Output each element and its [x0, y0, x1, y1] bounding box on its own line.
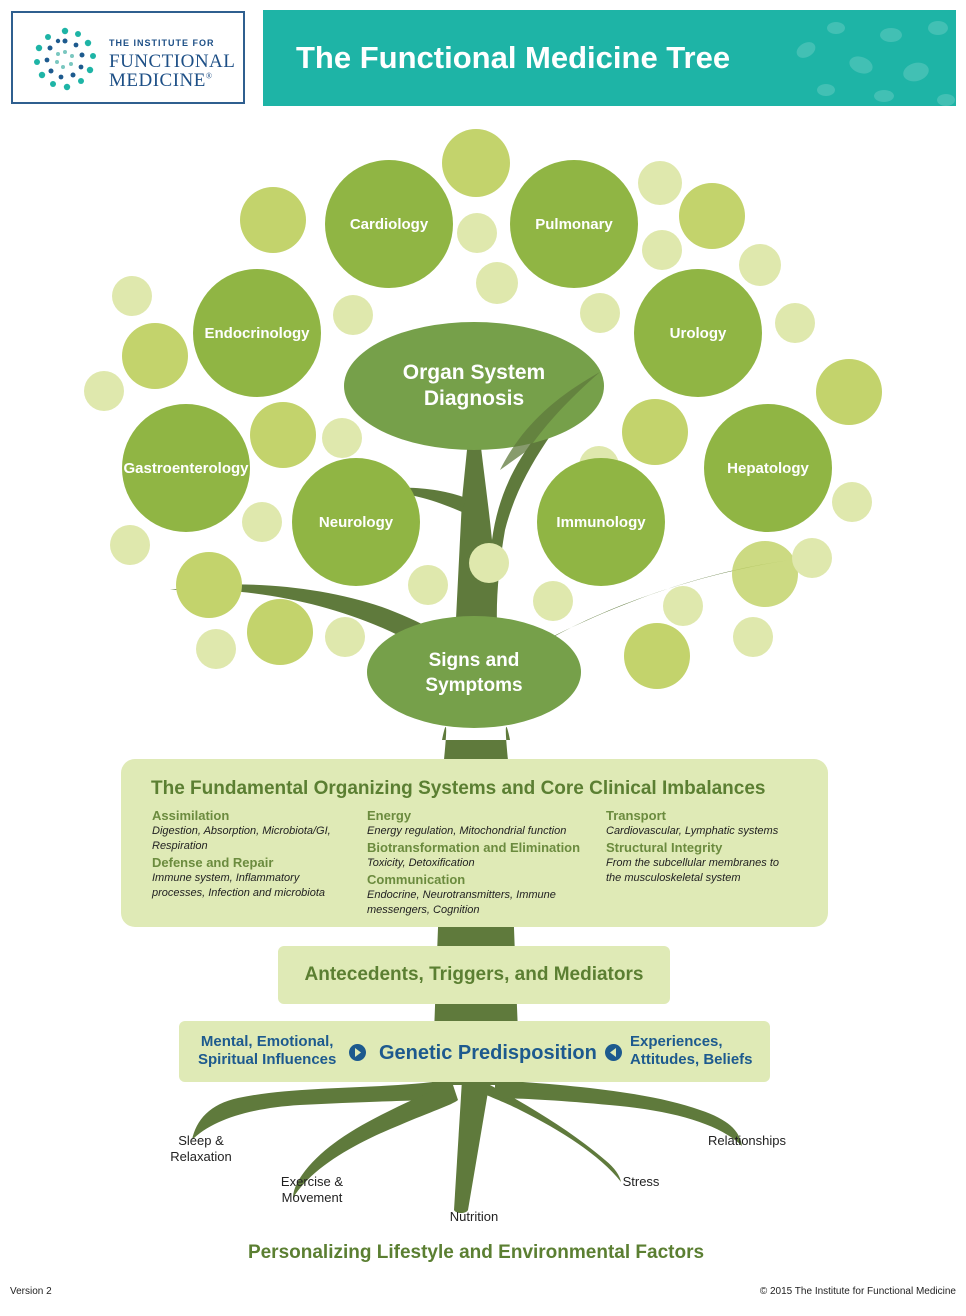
systems-column-2: Energy Energy regulation, Mitochondrial …	[367, 808, 607, 919]
signs-symptoms-line-1: Signs and	[429, 650, 520, 671]
energy-heading: Energy	[367, 808, 412, 823]
urology-label: Urology	[670, 325, 727, 342]
systems-title: The Fundamental Organizing Systems and C…	[151, 778, 766, 799]
biotransformation-desc: Toxicity, Detoxification	[367, 857, 475, 869]
structural-integrity-desc: From the subcellular membranes to the mus…	[606, 856, 821, 886]
immunology-circle	[537, 458, 665, 586]
banner-decoration-icon	[796, 21, 955, 106]
neurology-circle	[292, 458, 420, 586]
assimilation-desc-1: Digestion, Absorption, Microbiota/GI,	[152, 825, 331, 837]
communication-desc-1: Endocrine, Neurotransmitters, Immune	[367, 889, 556, 901]
experiences-text: Experiences, Attitudes, Beliefs	[630, 1033, 753, 1069]
immunology-label: Immunology	[556, 514, 646, 531]
pulmonary-label: Pulmonary	[535, 216, 613, 233]
endocrinology-label: Endocrinology	[205, 325, 311, 342]
systems-column-1: Assimilation Digestion, Absorption, Micr…	[152, 808, 362, 902]
version-label: Version 2	[10, 1286, 52, 1297]
exercise-line-1: Exercise &	[280, 1174, 344, 1189]
page-title: The Functional Medicine Tree	[296, 40, 731, 75]
gastroenterology-label: Gastroenterology	[123, 460, 249, 477]
logo-mark-icon	[34, 27, 96, 91]
transport-desc: Cardiovascular, Lymphatic systems	[606, 825, 779, 837]
endocrinology-circle	[193, 269, 321, 397]
communication-desc: Endocrine, Neurotransmitters, Immune mess…	[367, 888, 607, 918]
hepatology-circle	[704, 404, 832, 532]
communication-heading: Communication	[367, 872, 466, 887]
logo-line-3: MEDICINE®	[109, 71, 235, 90]
defense-repair-desc-2: processes, Infection and microbiota	[152, 887, 326, 899]
arrow-right-icon	[349, 1044, 366, 1061]
systems-column-3: Transport Cardiovascular, Lymphatic syst…	[606, 808, 821, 887]
logo-line-3-text: MEDICINE	[109, 70, 206, 91]
mental-emotional-line-2: Spiritual Influences	[198, 1051, 337, 1068]
systems-box: The Fundamental Organizing Systems and C…	[121, 759, 828, 927]
logo-text: THE INSTITUTE FOR FUNCTIONAL MEDICINE®	[109, 38, 236, 91]
experiences-line-1: Experiences,	[630, 1033, 723, 1050]
transport-heading: Transport	[606, 808, 666, 823]
gastroenterology-circle	[122, 404, 250, 532]
signs-symptoms-line-2: Symptoms	[425, 675, 522, 696]
assimilation-desc: Digestion, Absorption, Microbiota/GI, Res…	[152, 824, 362, 854]
decorative-circles	[84, 129, 882, 689]
defense-repair-heading: Defense and Repair	[152, 855, 274, 870]
genetic-box: Mental, Emotional, Spiritual Influences …	[179, 1021, 770, 1082]
defense-repair-desc-1: Immune system, Inflammatory	[152, 872, 300, 884]
logo-registered-mark: ®	[205, 71, 213, 81]
experiences-line-2: Attitudes, Beliefs	[630, 1051, 753, 1068]
structural-integrity-desc-1: From the subcellular membranes to	[606, 857, 780, 869]
mental-emotional-line-1: Mental, Emotional,	[200, 1033, 334, 1050]
branch-left-lower	[170, 584, 452, 660]
urology-circle	[634, 269, 762, 397]
assimilation-heading: Assimilation	[152, 808, 230, 823]
cardiology-circle	[325, 160, 453, 288]
title-banner: The Functional Medicine Tree	[263, 10, 956, 106]
structural-integrity-heading: Structural Integrity	[606, 840, 723, 855]
logo-line-2: FUNCTIONAL	[109, 51, 236, 72]
root-label-nutrition: Nutrition	[449, 1209, 499, 1224]
neurology-label: Neurology	[319, 514, 394, 531]
mental-emotional-text: Mental, Emotional, Spiritual Influences	[198, 1033, 336, 1069]
root-label-sleep: Sleep & Relaxation	[156, 1133, 246, 1165]
organ-diagnosis-line-2: Diagnosis	[424, 387, 524, 410]
logo-line-1: THE INSTITUTE FOR	[109, 38, 215, 48]
arrow-left-icon	[605, 1044, 622, 1061]
antecedents-text: Antecedents, Triggers, and Mediators	[304, 964, 644, 985]
antecedents-box: Antecedents, Triggers, and Mediators	[278, 946, 670, 1004]
root-label-relationships: Relationships	[707, 1133, 787, 1148]
organ-system-diagnosis-ellipse	[344, 322, 604, 450]
hepatology-label: Hepatology	[727, 460, 809, 477]
footer-title: Personalizing Lifestyle and Environmenta…	[247, 1242, 705, 1263]
energy-desc: Energy regulation, Mitochondrial functio…	[367, 825, 567, 837]
assimilation-desc-2: Respiration	[152, 840, 208, 852]
genetic-predisposition-text: Genetic Predisposition	[379, 1042, 597, 1064]
cardiology-label: Cardiology	[350, 216, 429, 233]
structural-integrity-desc-2: the musculoskeletal system	[606, 872, 741, 884]
sleep-line-1: Sleep &	[178, 1133, 224, 1148]
biotransformation-heading: Biotransformation and Elimination	[367, 840, 581, 855]
copyright-text: © 2015 The Institute for Functional Medi…	[759, 1286, 956, 1297]
branch-right-upper	[500, 372, 600, 470]
pulmonary-circle	[510, 160, 638, 288]
organ-diagnosis-line-1: Organ System	[403, 361, 545, 384]
sleep-line-2: Relaxation	[170, 1149, 232, 1164]
branch-left-upper	[368, 487, 466, 512]
communication-desc-2: messengers, Cognition	[367, 904, 480, 916]
signs-symptoms-ellipse	[367, 616, 581, 728]
root-label-exercise: Exercise & Movement	[266, 1174, 358, 1206]
roots	[192, 1080, 742, 1213]
defense-repair-desc: Immune system, Inflammatory processes, In…	[152, 871, 362, 901]
exercise-line-2: Movement	[281, 1190, 343, 1205]
root-label-stress: Stress	[622, 1174, 660, 1189]
organ-system-circles	[122, 160, 832, 586]
logo-box: THE INSTITUTE FOR FUNCTIONAL MEDICINE®	[11, 11, 245, 104]
